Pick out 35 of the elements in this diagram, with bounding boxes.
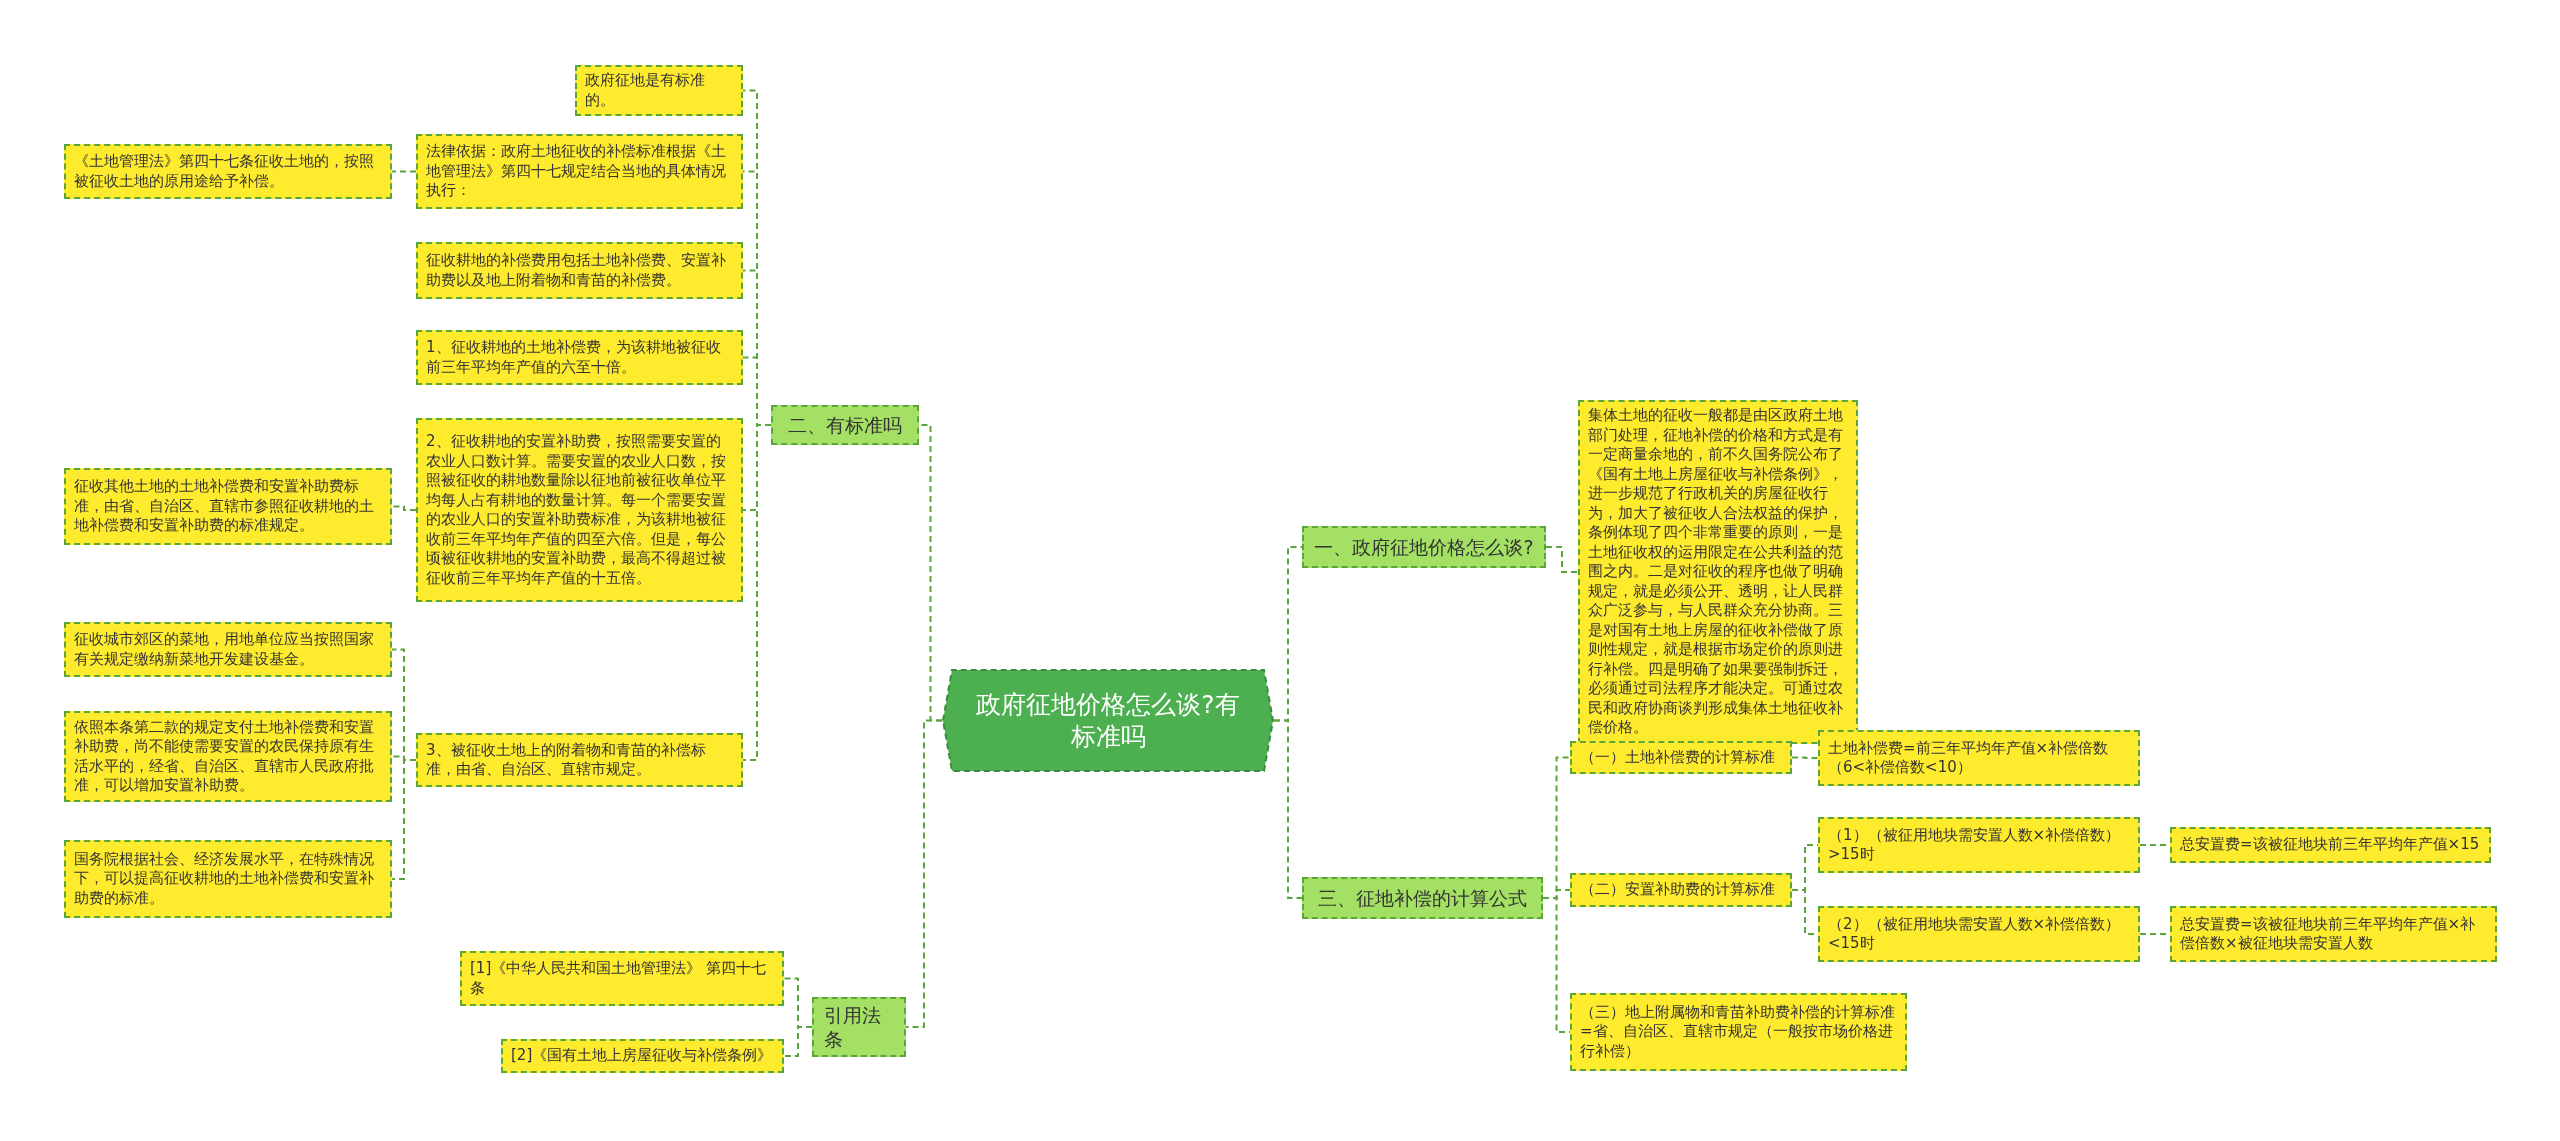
connector-line (905, 719, 943, 1028)
connector-line (391, 170, 417, 173)
text-box: （2）（被征用地块需安置人数×补偿倍数）<15时 (1818, 906, 2140, 962)
text-box: 征收耕地的补偿费用包括土地补偿费、安置补助费以及地上附着物和青苗的补偿费。 (416, 242, 743, 299)
branch-topic: 一、政府征地价格怎么谈? (1302, 526, 1546, 568)
text-box: （三）地上附属物和青苗补助费补偿的计算标准=省、自治区、直辖市规定（一般按市场价格进行补偿） (1570, 993, 1907, 1071)
text-box: 政府征地是有标准的。 (575, 65, 743, 116)
connector-line (742, 424, 772, 761)
text-box: 总安置费=该被征地块前三年平均年产值×补偿倍数×被征地块需安置人数 (2170, 906, 2497, 962)
branch-topic: 二、有标准吗 (771, 405, 919, 445)
connector-line (1273, 719, 1303, 899)
connector-line (391, 505, 417, 511)
text-box: [1]《中华人民共和国土地管理法》 第四十七条 (460, 951, 784, 1006)
connector-line (783, 1026, 813, 1057)
text-box: 土地补偿费=前三年平均年产值×补偿倍数（6<补偿倍数<10） (1818, 730, 2140, 786)
text-box: 总安置费=该被征地块前三年平均年产值×15 (2170, 827, 2491, 863)
text-box: [2]《国有土地上房屋征收与补偿条例》 (501, 1039, 784, 1073)
central-topic: 政府征地价格怎么谈?有标准吗 (942, 669, 1274, 772)
text-box: 《土地管理法》第四十七条征收土地的，按照被征收土地的原用途给予补偿。 (64, 144, 392, 199)
text-box: 征收城市郊区的菜地，用地单位应当按照国家有关规定缴纳新菜地开发建设基金。 (64, 622, 392, 677)
connector-line (1545, 546, 1579, 573)
text-box: 征收其他土地的土地补偿费和安置补助费标准，由省、自治区、直辖市参照征收耕地的土地补偿费和安置补助费的标准规定。 (64, 468, 392, 545)
connector-line (1791, 756, 1819, 759)
branch-topic: 引用法条 (812, 997, 906, 1057)
branch-topic: 三、征地补偿的计算公式 (1302, 877, 1543, 919)
text-box: 法律依据：政府土地征收的补偿标准根据《土地管理法》第四十七规定结合当地的具体情况执行： (416, 134, 743, 209)
text-box: （一）土地补偿费的计算标准 (1570, 741, 1792, 774)
text-box: 1、征收耕地的土地补偿费，为该耕地被征收前三年平均年产值的六至十倍。 (416, 330, 743, 385)
text-box: （二）安置补助费的计算标准 (1570, 873, 1792, 907)
text-box: 国务院根据社会、经济发展水平，在特殊情况下，可以提高征收耕地的土地补偿费和安置补助费的标准。 (64, 840, 392, 918)
connector-line (391, 759, 417, 880)
text-box: 依照本条第二款的规定支付土地补偿费和安置补助费，尚不能使需要安置的农民保持原有生活水平的，经省、自治区、直辖市人民政府批准，可以增加安置补助费。 (64, 711, 392, 802)
text-box: 2、征收耕地的安置补助费，按照需要安置的农业人口数计算。需要安置的农业人口数，按照被征收的耕地数量除以征地前被征收单位平均每人占有耕地的数量计算。每一个需要安置的农业人口的安置补助费标准，为该耕地被征收前三年平均年产值的四至六倍。但是，每公顷被征收耕地的安置补助费，最高不得超过被征收前三年平均年产值的十五倍。 (416, 418, 743, 602)
text-box: 3、被征收土地上的附着物和青苗的补偿标准，由省、自治区、直辖市规定。 (416, 733, 743, 787)
text-box: （1）（被征用地块需安置人数×补偿倍数）>15时 (1818, 817, 2140, 873)
